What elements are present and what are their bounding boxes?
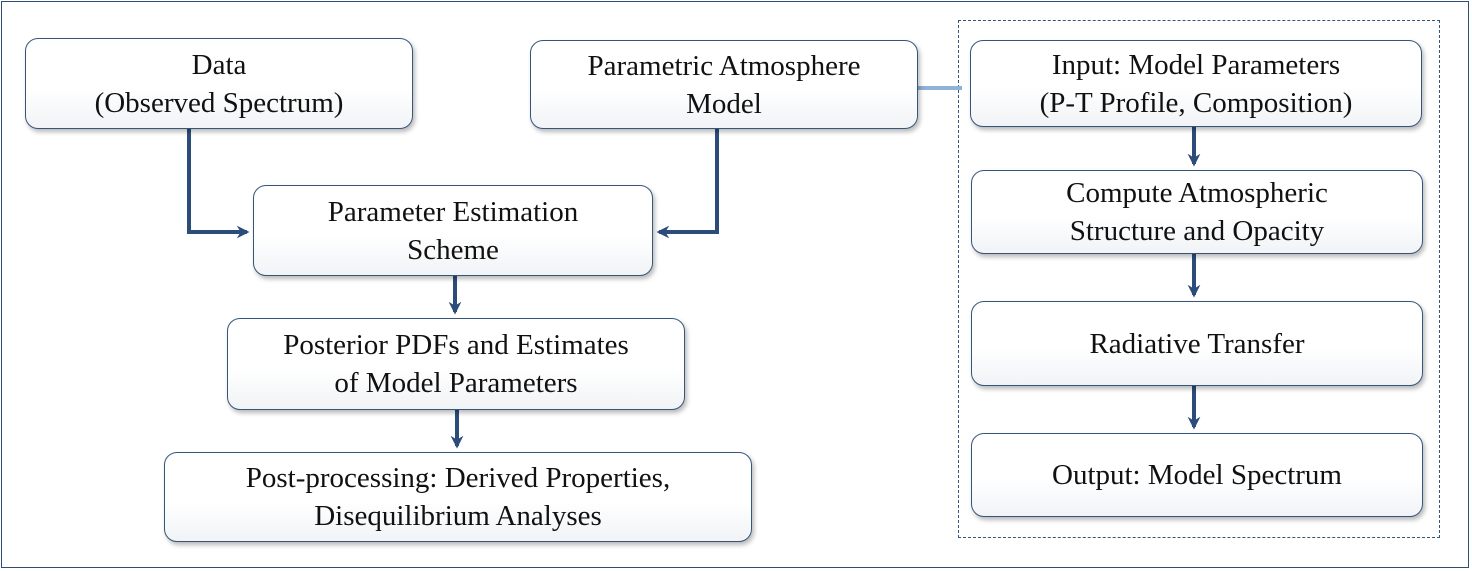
forward-model-group [958, 20, 1440, 538]
arrow-data-to-estimation [187, 129, 250, 239]
posterior-node: Posterior PDFs and Estimates of Model Pa… [227, 318, 685, 410]
output-node: Output: Model Spectrum [971, 433, 1423, 517]
radiative-node-line-1: Radiative Transfer [1089, 327, 1305, 360]
data-node-line-1: Data [191, 48, 247, 81]
estimation-node: Parameter Estimation Scheme [253, 185, 653, 276]
postprocessing-node-line-2: Disequilibrium Analyses [314, 500, 602, 532]
posterior-node-line-2: of Model Parameters [334, 367, 578, 399]
postprocessing-node-line-1: Post-processing: Derived Properties, [245, 462, 671, 494]
compute-node-line-1: Compute Atmospheric [1066, 177, 1328, 209]
input-node-line-1: Input: Model Parameters [1051, 48, 1341, 81]
postprocessing-node: Post-processing: Derived Properties, Dis… [164, 452, 752, 542]
compute-node-line-2: Structure and Opacity [1069, 215, 1325, 247]
compute-node: Compute Atmospheric Structure and Opacit… [971, 170, 1423, 254]
data-node-line-2: (Observed Spectrum) [94, 86, 344, 119]
radiative-node: Radiative Transfer [971, 301, 1423, 386]
input-node-line-2: (P-T Profile, Composition) [1039, 86, 1353, 119]
estimation-node-line-2: Scheme [407, 233, 499, 266]
model-node: Parametric Atmosphere Model [530, 40, 918, 129]
input-node: Input: Model Parameters (P-T Profile, Co… [970, 40, 1422, 127]
arrow-model-to-estimation [656, 129, 719, 239]
model-node-line-1: Parametric Atmosphere [587, 49, 861, 82]
posterior-node-line-1: Posterior PDFs and Estimates [283, 329, 629, 361]
output-node-line-1: Output: Model Spectrum [1052, 459, 1342, 491]
data-node: Data (Observed Spectrum) [25, 38, 413, 129]
estimation-node-line-1: Parameter Estimation [327, 195, 579, 228]
model-node-line-2: Model [686, 87, 762, 120]
